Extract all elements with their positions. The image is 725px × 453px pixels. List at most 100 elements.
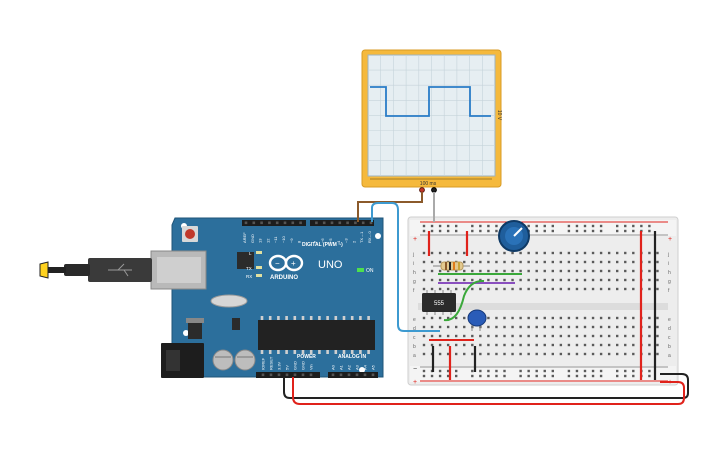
digital-pin[interactable] xyxy=(260,221,263,225)
breadboard-hole xyxy=(616,334,619,338)
analog-pin[interactable] xyxy=(339,373,343,377)
analog-pin[interactable] xyxy=(347,373,351,377)
small-chip xyxy=(237,252,254,269)
power-pin[interactable] xyxy=(301,373,305,377)
rail-hole xyxy=(599,229,603,233)
breadboard-hole xyxy=(455,343,458,347)
row-letter-h: h xyxy=(413,270,416,276)
breadboard-hole xyxy=(607,269,611,273)
row-letter-b-right: b xyxy=(668,344,671,350)
breadboard-hole xyxy=(543,269,546,273)
capacitor[interactable] xyxy=(467,309,487,331)
rail-hole xyxy=(624,374,627,378)
resistor-band-3 xyxy=(453,262,455,270)
digital-pin[interactable] xyxy=(354,221,357,225)
digital-pin[interactable] xyxy=(268,221,271,225)
breadboard-hole xyxy=(430,269,434,273)
resistor[interactable] xyxy=(433,261,470,271)
power-pin[interactable] xyxy=(285,373,289,377)
breadboard-hole xyxy=(543,260,546,264)
on-label: ON xyxy=(366,268,374,274)
power-pin[interactable] xyxy=(293,373,297,377)
breadboard-hole xyxy=(656,287,659,291)
digital-pin-label: 8 xyxy=(297,240,302,243)
breadboard-hole xyxy=(479,251,482,255)
breadboard-hole xyxy=(487,343,490,347)
power-pin-label: RESET xyxy=(269,356,274,370)
rail-hole xyxy=(648,369,651,373)
chip-pin xyxy=(260,350,264,354)
analog-pin[interactable] xyxy=(363,373,367,377)
row-letter-c-right: c xyxy=(668,335,671,341)
digital-pin[interactable] xyxy=(338,221,342,225)
analog-pin[interactable] xyxy=(371,373,375,377)
power-pin[interactable] xyxy=(309,373,313,377)
digital-pin[interactable] xyxy=(322,221,326,225)
power-pin[interactable] xyxy=(277,373,281,377)
rail-hole xyxy=(543,229,546,233)
breadboard-hole xyxy=(575,278,579,282)
digital-pin[interactable] xyxy=(315,221,318,225)
wire-red-5v-loop[interactable] xyxy=(292,377,685,405)
tx-led-label: TX xyxy=(246,266,252,271)
digital-pin-label: ~9 xyxy=(289,238,294,243)
oscilloscope[interactable]: 100 ms 10 V xyxy=(361,49,502,193)
rail-hole xyxy=(591,224,595,228)
rail-hole xyxy=(430,229,434,233)
digital-pin[interactable] xyxy=(252,221,256,225)
digital-pin[interactable] xyxy=(346,221,349,225)
digital-pin[interactable] xyxy=(361,221,365,225)
breadboard-hole xyxy=(519,269,522,273)
breadboard-hole xyxy=(446,287,450,291)
analog-header-strip xyxy=(328,372,378,378)
digital-pin[interactable] xyxy=(275,221,279,225)
ic-pin xyxy=(442,290,444,293)
row-letter-e: e xyxy=(413,317,416,323)
breadboard-hole xyxy=(503,278,506,282)
breadboard-hole xyxy=(551,325,554,329)
digital-pin[interactable] xyxy=(283,221,287,225)
timer-555-ic[interactable]: 555 xyxy=(422,290,456,315)
probe-terminal-negative[interactable] xyxy=(431,187,437,193)
power-pin[interactable] xyxy=(269,373,273,377)
wire-blue-signal[interactable] xyxy=(371,202,440,332)
breadboard-wiring[interactable]: 555 xyxy=(422,220,657,380)
power-pin-label: GND xyxy=(293,361,298,370)
digital-pin[interactable] xyxy=(330,221,334,225)
breadboard-hole xyxy=(438,287,442,291)
power-pin[interactable] xyxy=(261,373,265,377)
rail-plus-bottom: + xyxy=(413,379,417,386)
digital-pin[interactable] xyxy=(369,221,373,225)
rail-hole xyxy=(487,224,490,228)
wire-green-loop[interactable] xyxy=(443,279,485,322)
breadboard-hole xyxy=(422,316,426,320)
breadboard-hole xyxy=(567,316,571,320)
breadboard-hole xyxy=(543,352,546,356)
chip-pin xyxy=(318,350,321,354)
analog-pin[interactable] xyxy=(331,373,335,377)
digital-pin[interactable] xyxy=(291,221,295,225)
wire-black-ground-loop[interactable] xyxy=(283,373,689,399)
potentiometer[interactable] xyxy=(498,220,530,252)
rail-hole xyxy=(438,229,442,233)
rail-hole xyxy=(575,374,579,378)
crystal-oscillator xyxy=(210,294,248,308)
rail-hole xyxy=(551,224,554,228)
rail-hole xyxy=(471,374,474,378)
breadboard-hole xyxy=(583,278,587,282)
digital-pin[interactable] xyxy=(299,221,302,225)
reset-button[interactable] xyxy=(185,229,195,239)
analog-pin[interactable] xyxy=(355,373,359,377)
breadboard-hole xyxy=(543,278,546,282)
digital-pin[interactable] xyxy=(244,221,248,225)
breadboard-hole xyxy=(487,269,490,273)
breadboard-hole xyxy=(422,269,426,273)
breadboard-hole xyxy=(551,269,554,273)
external-wires[interactable] xyxy=(283,192,689,405)
icsp-header[interactable] xyxy=(232,318,240,330)
breadboard-hole xyxy=(567,251,571,255)
probe-terminal-positive[interactable] xyxy=(419,187,425,193)
